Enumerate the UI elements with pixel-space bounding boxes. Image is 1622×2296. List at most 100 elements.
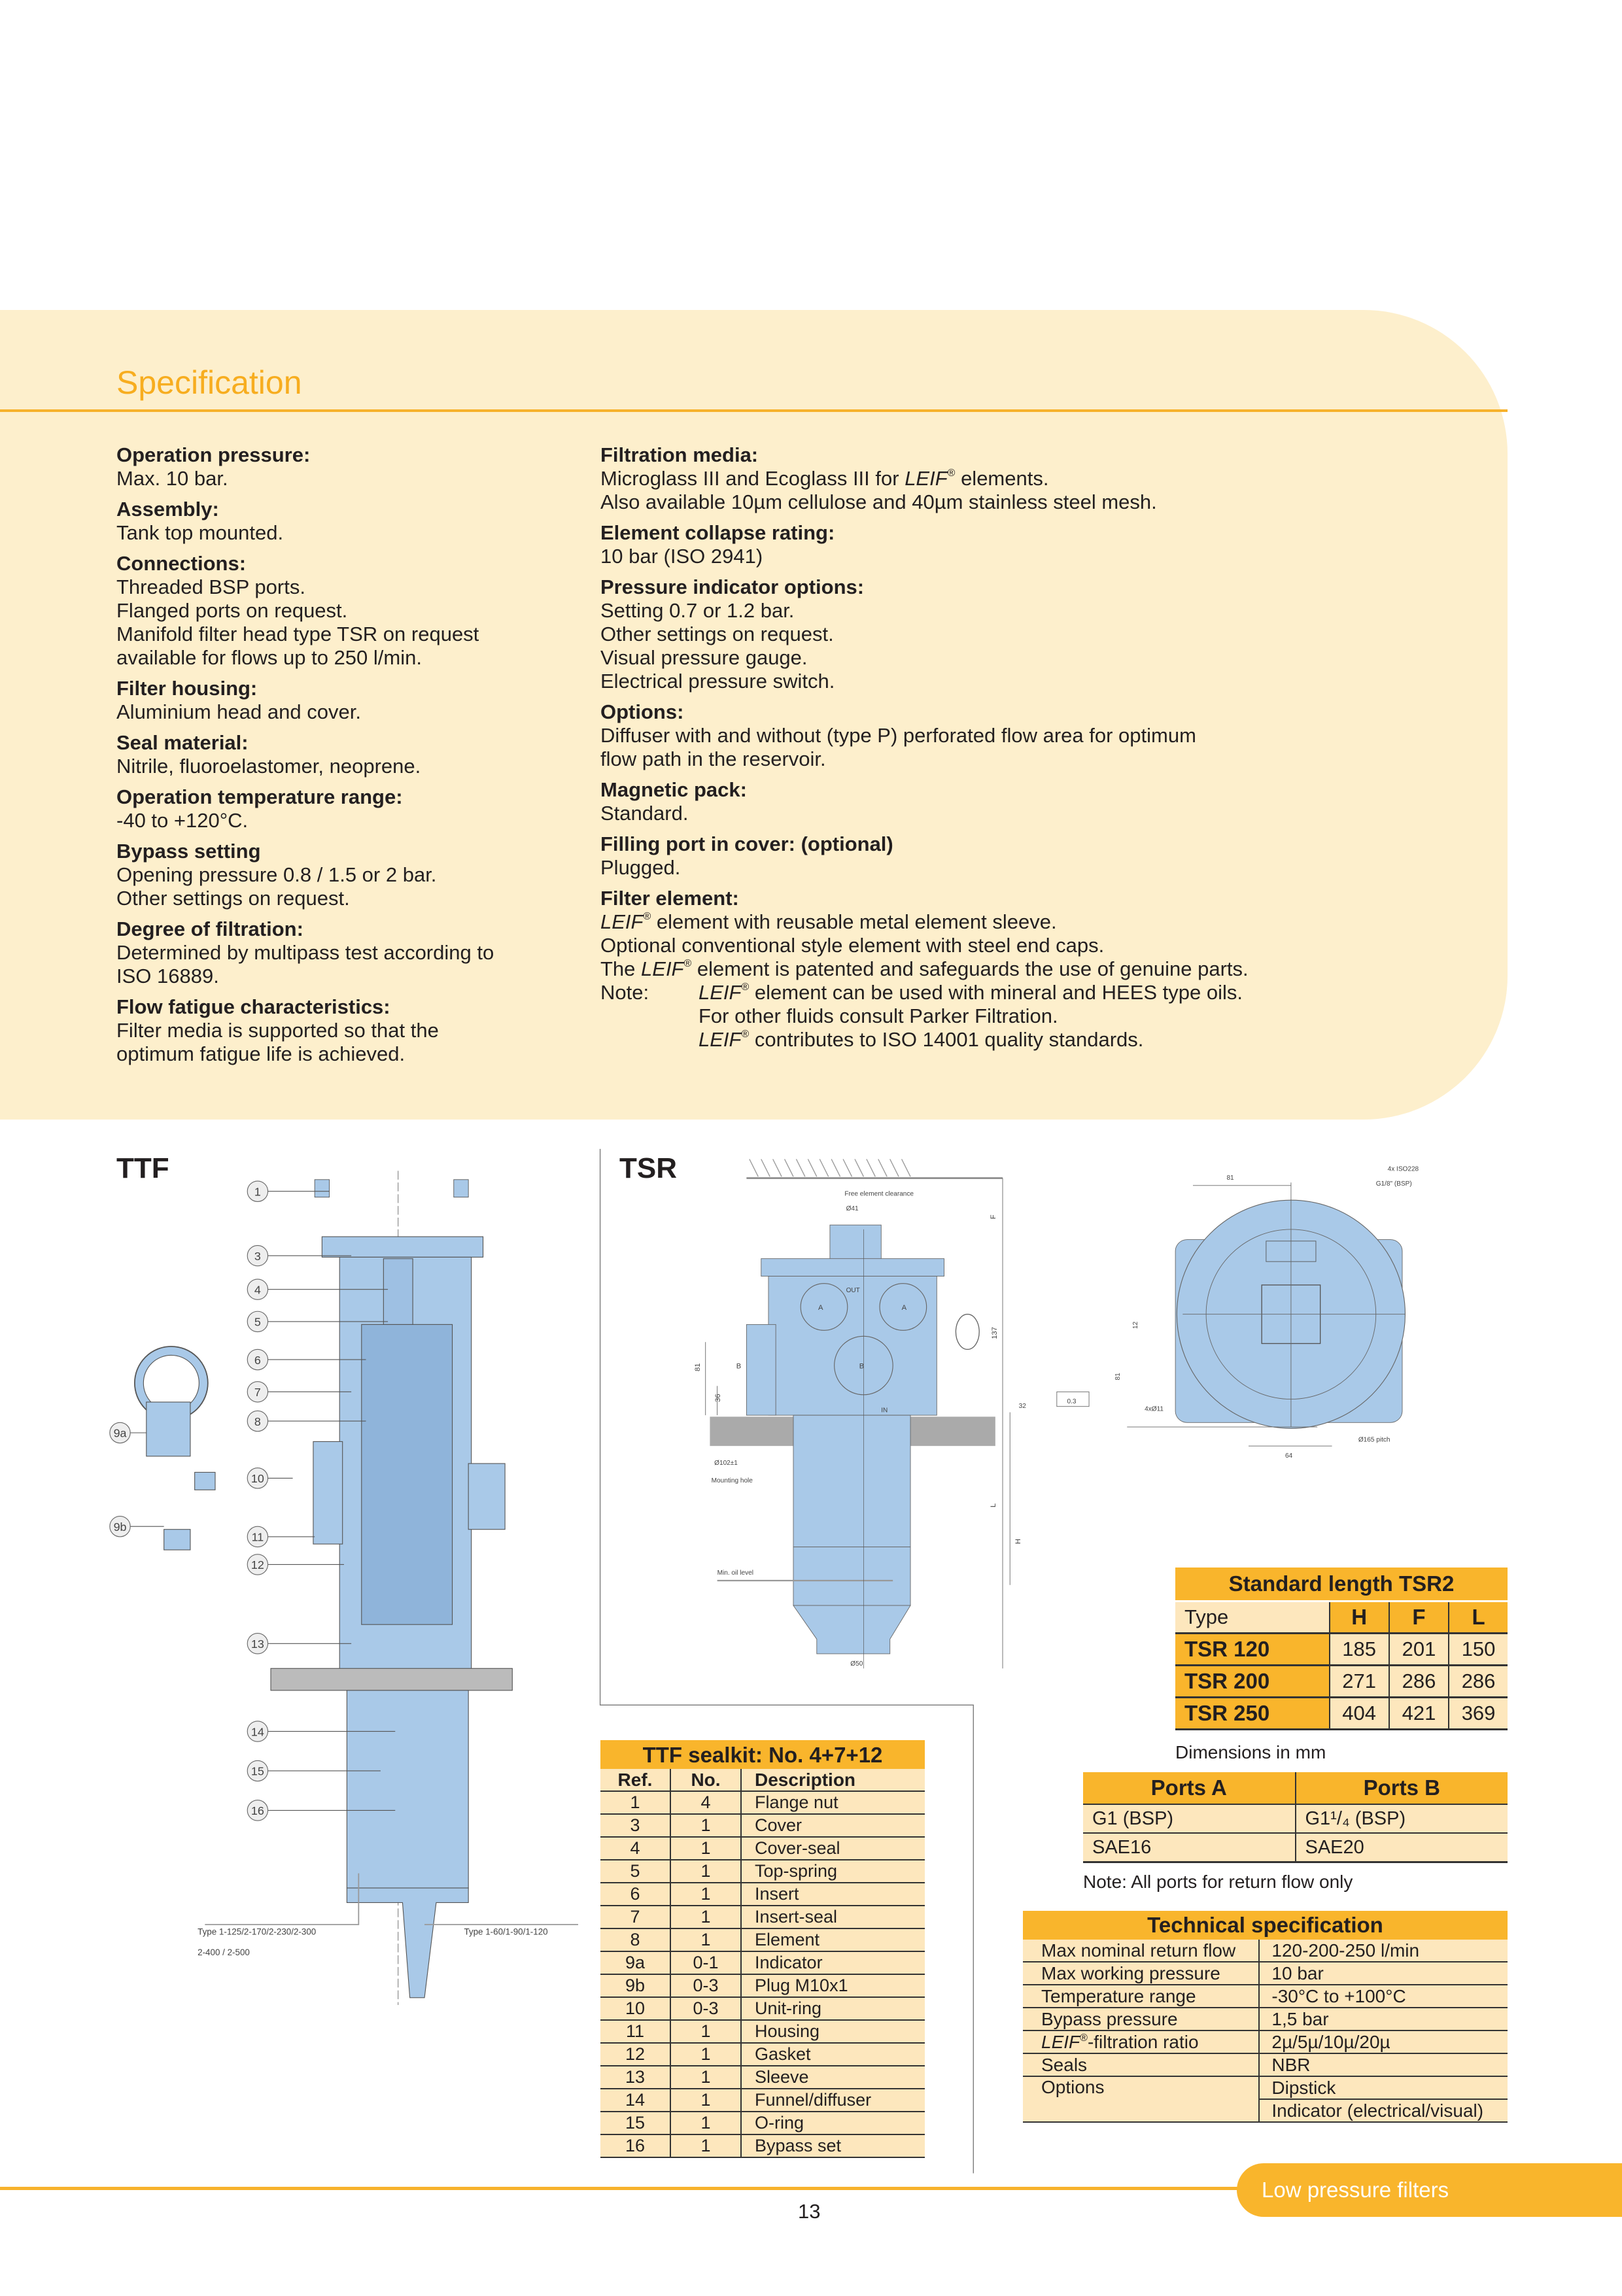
svg-text:0.3: 0.3 (1067, 1398, 1077, 1405)
value-cell: 369 (1448, 1697, 1508, 1730)
spec-group: Filling port in cover: (optional)Plugged… (600, 832, 1333, 880)
qty-cell: 1 (670, 1928, 742, 1952)
callout-13: 13 (247, 1633, 269, 1654)
spec-column-left: Operation pressure:Max. 10 bar.Assembly:… (116, 443, 584, 1073)
value-cell: 201 (1388, 1633, 1449, 1666)
cell: SAE16 (1083, 1832, 1296, 1863)
col-header: No. (670, 1769, 742, 1792)
specification-panel (0, 310, 1508, 1120)
spec-line: Threaded BSP ports. (116, 575, 305, 598)
spec-label: Seals (1023, 2053, 1260, 2077)
callout-number: 12 (251, 1558, 264, 1571)
cell: G1 (BSP) (1083, 1804, 1296, 1833)
spec-value: Indicator (electrical/visual) (1258, 2099, 1508, 2123)
registered-mark: ® (1080, 2032, 1088, 2044)
brand-name: LEIF (905, 467, 948, 490)
svg-text:B: B (736, 1363, 741, 1371)
value-cell: 404 (1328, 1697, 1389, 1730)
callout-number: 15 (251, 1765, 264, 1778)
callout-number: 1 (254, 1185, 261, 1198)
type-cell: TSR 200 (1175, 1665, 1330, 1698)
spec-line: Filter media is supported so that the (116, 1019, 439, 1042)
text: element can be used with mineral and HEE… (749, 981, 1243, 1004)
spec-group: Options:Diffuser with and without (type … (600, 700, 1333, 771)
description-cell: Housing (741, 2020, 925, 2044)
spec-heading: Operation pressure: (116, 443, 311, 466)
spec-value: 10 bar (1258, 1962, 1508, 1985)
spec-group: Pressure indicator options:Setting 0.7 o… (600, 575, 1333, 693)
table-row: Temperature range-30°C to +100°C (1023, 1985, 1508, 2008)
description-cell: Flange nut (741, 1791, 925, 1815)
svg-text:F: F (990, 1214, 997, 1219)
spec-heading: Filtration media: (600, 443, 759, 466)
spec-group: Seal material:Nitrile, fluoroelastomer, … (116, 731, 584, 778)
spec-group: Flow fatigue characteristics:Filter medi… (116, 995, 584, 1066)
description-cell: Insert (741, 1883, 925, 1906)
callout-1: 1 (247, 1180, 269, 1202)
callout-number: 6 (254, 1354, 261, 1367)
spec-line: Optional conventional style element with… (600, 934, 1105, 957)
svg-text:G1/8" (BSP): G1/8" (BSP) (1376, 1180, 1412, 1188)
qty-cell: 1 (670, 2134, 742, 2158)
callout-9a: 9a (109, 1422, 131, 1444)
ref-cell: 1 (600, 1791, 671, 1815)
qty-cell: 0-1 (670, 1951, 742, 1975)
spec-line: Determined by multipass test according t… (116, 941, 494, 964)
description-cell: Element (741, 1928, 925, 1952)
svg-text:OUT: OUT (846, 1287, 860, 1294)
tsr-side-drawing (705, 1159, 1010, 1669)
description-cell: O-ring (741, 2112, 925, 2135)
value-cell: 185 (1328, 1633, 1389, 1666)
callout-10: 10 (247, 1467, 269, 1489)
ref-cell: 13 (600, 2066, 671, 2089)
spec-line: Also available 10µm cellulose and 40µm s… (600, 490, 1157, 513)
value-cell: 286 (1448, 1665, 1508, 1698)
col-header: Type (1175, 1601, 1330, 1634)
text: -filtration ratio (1087, 2031, 1199, 2052)
qty-cell: 0-3 (670, 1997, 742, 2021)
ref-cell: 9a (600, 1951, 671, 1975)
spec-label: Max nominal return flow (1023, 1940, 1260, 1962)
spec-group: Operation pressure:Max. 10 bar. (116, 443, 584, 490)
callout-number: 13 (251, 1637, 264, 1651)
brand-name: LEIF (641, 957, 684, 980)
note-lines: LEIF® element can be used with mineral a… (699, 981, 1243, 1052)
table-row: Indicator (electrical/visual) (1023, 2099, 1508, 2123)
qty-cell: 1 (670, 2043, 742, 2066)
tsr-top-labels: 81 4x ISO228 G1/8" (BSP) 12 81 4xØ11 64 … (1114, 1165, 1419, 1460)
spec-heading: Filter housing: (116, 677, 258, 700)
section-tab: Low pressure filters (1237, 2163, 1622, 2217)
callout-16: 16 (247, 1800, 269, 1821)
spec-group: Filtration media:Microglass III and Ecog… (600, 443, 1333, 514)
description-cell: Plug M10x1 (741, 1974, 925, 1998)
spec-line: available for flows up to 250 l/min. (116, 646, 422, 669)
description-cell: Unit-ring (741, 1997, 925, 2021)
spec-line: Nitrile, fluoroelastomer, neoprene. (116, 755, 421, 778)
type-label-left: Type 1-125/2-170/2-230/2-300 (198, 1927, 316, 1937)
spec-value: 1,5 bar (1258, 2008, 1508, 2031)
tank-plate (270, 1668, 513, 1691)
qty-cell: 1 (670, 2020, 742, 2044)
svg-text:Mounting hole: Mounting hole (712, 1477, 753, 1484)
callout-number: 14 (251, 1725, 264, 1738)
ref-cell: 11 (600, 2020, 671, 2044)
svg-text:36: 36 (714, 1394, 722, 1402)
spec-line: Setting 0.7 or 1.2 bar. (600, 599, 795, 622)
value-cell: 150 (1448, 1633, 1508, 1666)
callout-number: 10 (251, 1472, 264, 1485)
spec-line: -40 to +120°C. (116, 809, 249, 832)
value-cell: 421 (1388, 1697, 1449, 1730)
qty-cell: 1 (670, 2089, 742, 2112)
sealkit-table: TTF sealkit: No. 4+7+12 Ref. No. Descrip… (600, 1740, 925, 2158)
type-label-right: Type 1-60/1-90/1-120 (464, 1927, 547, 1937)
